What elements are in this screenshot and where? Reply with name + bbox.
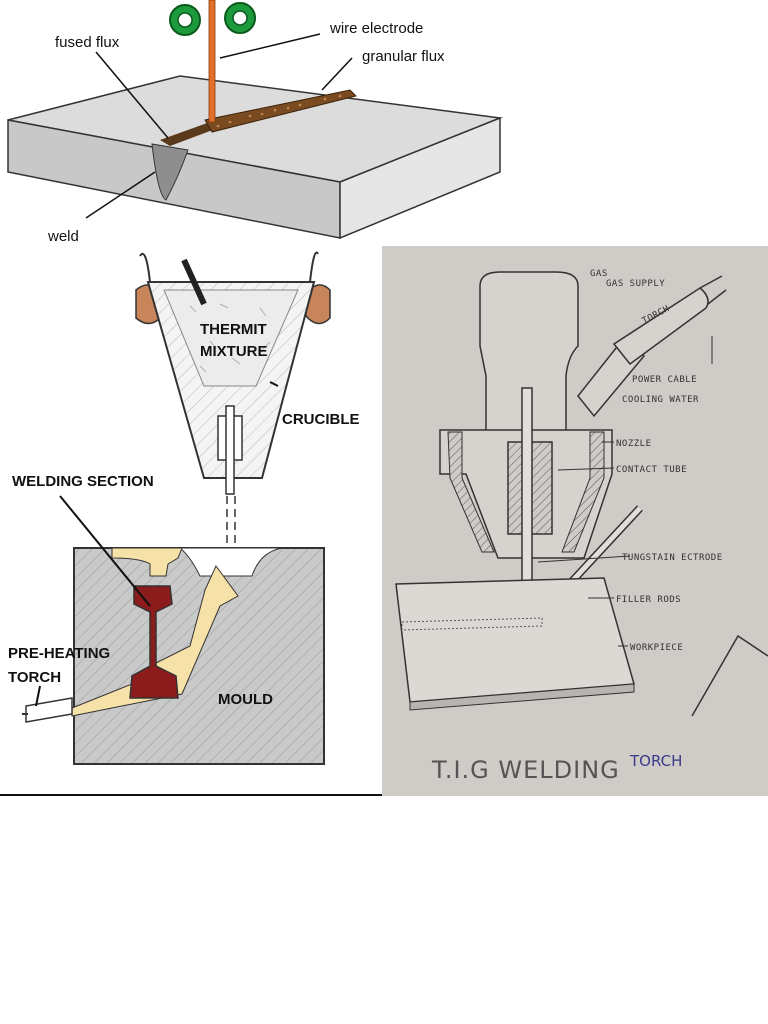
label-mixture: MIXTURE: [200, 343, 268, 360]
nozzle-wall-left: [447, 431, 495, 553]
mould: [73, 547, 325, 765]
nozzle-wall-right: [561, 431, 605, 553]
saw-diagram: wire electrode fused flux granular flux …: [7, 0, 503, 245]
sketch-edge: [691, 634, 768, 717]
label-power-cable: POWER CABLE: [632, 375, 697, 385]
label-tungsten-electrode: TUNGSTAIN ECTRODE: [622, 553, 723, 563]
tapping-pin: [225, 405, 235, 495]
torch-handle: [612, 287, 709, 366]
leader-crucible: [269, 381, 279, 387]
label-crucible: CRUCIBLE: [282, 411, 360, 428]
label-torch: TORCH: [8, 669, 61, 686]
workpiece: [395, 577, 635, 703]
divider-line: [0, 794, 382, 796]
hanger-right: [309, 251, 319, 283]
hanger-left: [139, 252, 151, 283]
thermit-diagram: THERMIT MIXTURE CRUCIBLE WELDING SECTION…: [8, 251, 360, 765]
label-gas-supply: GAS SUPPLY: [606, 279, 665, 289]
fused-flux-strip: [160, 122, 218, 146]
pre-heating-torch-icon: [25, 697, 73, 723]
label-weld: weld: [47, 228, 79, 245]
label-pre-heating: PRE-HEATING: [8, 645, 110, 662]
flux-granules: [216, 94, 342, 128]
tig-title-torch: TORCH: [629, 752, 682, 770]
granular-flux-strip: [204, 89, 357, 133]
leader-contact: [557, 467, 615, 471]
wire-electrode: [208, 0, 216, 123]
weld-bead-tig: [401, 617, 543, 631]
leader-tungsten: [537, 555, 631, 563]
label-filler-rods: FILLER RODS: [616, 595, 681, 605]
label-thermit: THERMIT: [200, 321, 267, 338]
leader-granular: [321, 57, 353, 91]
bracket-right: [305, 284, 331, 325]
thermit-diagram-panel: THERMIT MIXTURE CRUCIBLE WELDING SECTION…: [0, 246, 380, 796]
saw-diagram-panel: wire electrode fused flux granular flux …: [0, 0, 510, 246]
leader-weld: [85, 171, 156, 219]
leader-wire: [219, 33, 321, 59]
leader-torch: [35, 685, 41, 707]
workpiece-edge: [409, 683, 635, 711]
label-gas: GAS: [590, 269, 608, 279]
welding-section: [129, 585, 179, 699]
leader-welding-section: [59, 495, 151, 607]
label-workpiece: WORKPIECE: [630, 643, 683, 653]
label-cooling-water: COOLING WATER: [622, 395, 699, 405]
label-welding-section: WELDING SECTION: [12, 473, 154, 490]
mould-runner-top: [111, 547, 183, 577]
wire-spool-icon: [169, 2, 256, 36]
tig-diagram-panel: GAS GAS SUPPLY TORCH POWER CABLE COOLING…: [382, 246, 768, 796]
gas-pipe-1: [699, 275, 723, 289]
gas-pipe-2: [707, 289, 727, 305]
blank-area: [0, 797, 768, 1024]
label-nozzle: NOZZLE: [616, 439, 652, 449]
label-fused-flux: fused flux: [55, 34, 120, 51]
weld-bead: [151, 143, 189, 201]
mould-riser: [178, 547, 283, 577]
tig-title: T.I.G WELDING: [431, 756, 620, 784]
label-contact-tube: CONTACT TUBE: [616, 465, 687, 475]
mixture-texture: [189, 303, 271, 373]
label-granular-flux: granular flux: [362, 48, 445, 65]
label-mould: MOULD: [218, 691, 273, 708]
tapping-rod: [181, 258, 207, 306]
plate-side: [339, 116, 501, 240]
label-wire-electrode: wire electrode: [329, 20, 423, 37]
leader-fused: [95, 51, 169, 139]
tig-diagram: GAS GAS SUPPLY TORCH POWER CABLE COOLING…: [395, 269, 768, 784]
torch-body: [479, 271, 579, 433]
